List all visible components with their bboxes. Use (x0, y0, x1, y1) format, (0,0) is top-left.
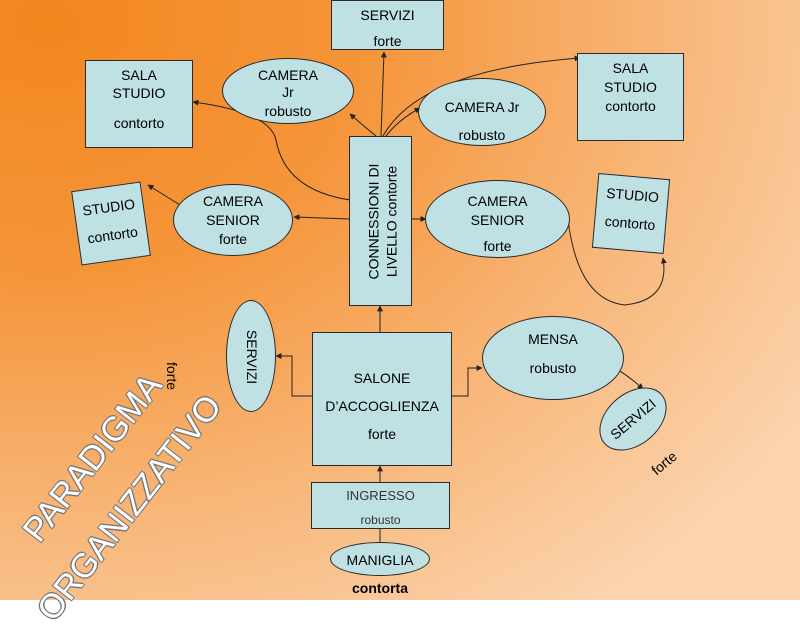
arrow-salone-servizi-left (275, 353, 312, 397)
node-quality: robusto (360, 513, 401, 527)
node-name: INGRESSO (346, 488, 415, 503)
node-studio-right: STUDIO contorto (591, 173, 671, 254)
node-quality: contorto (605, 98, 656, 114)
node-maniglia: MANIGLIA (330, 542, 430, 576)
node-name: STUDIO (81, 195, 136, 219)
node-mensa: MENSA robusto (482, 316, 624, 400)
node-name: CAMERA Jr (444, 99, 520, 115)
arrow-camera-senior-studio-right (567, 219, 667, 306)
node-servizi-top: SERVIZI forte (331, 0, 444, 50)
node-camera-senior-right: CAMERA SENIOR forte (425, 180, 570, 258)
node-quality: forte (483, 238, 512, 254)
node-quality: forte (373, 33, 402, 49)
servizi-left-quality: forte (164, 362, 180, 391)
arrow-salone-mensa (452, 365, 483, 397)
maniglia-quality: contorta (352, 580, 408, 596)
node-studio-left: STUDIO contorto (71, 181, 151, 266)
node-line1: CONNESSIONI DI (365, 163, 381, 280)
node-line2: LIVELLO contorte (383, 165, 399, 278)
node-line2: STUDIO (604, 79, 657, 95)
node-quality: contorto (604, 212, 657, 234)
node-line1: SALA (121, 67, 157, 83)
node-line2: D’ACCOGLIENZA (325, 398, 439, 414)
arrow-conn-servizi-top (380, 51, 387, 137)
node-name: SERVIZI (244, 329, 260, 385)
arrow-conn-camera-jr-right (385, 107, 421, 137)
node-name: MANIGLIA (346, 552, 414, 568)
node-line1: CAMERA (467, 193, 528, 209)
node-salone: SALONE D’ACCOGLIENZA forte (312, 332, 452, 466)
node-ingresso: INGRESSO robusto (311, 482, 450, 529)
node-line2: SENIOR (206, 212, 260, 228)
node-connessioni: CONNESSIONI DI LIVELLO contorte (349, 136, 412, 306)
node-quality: contorto (86, 223, 139, 247)
node-line2: Jr (282, 84, 294, 100)
node-quality: contorto (113, 115, 165, 131)
node-line1: CAMERA (203, 193, 263, 209)
node-quality: forte (367, 426, 396, 442)
node-quality: robusto (458, 127, 506, 143)
arrow-camera-senior-studio-left (147, 184, 181, 206)
node-quality: forte (218, 231, 247, 247)
node-quality: robusto (264, 103, 312, 119)
node-servizi-left: SERVIZI (226, 300, 276, 412)
arrow-conn-camera-senior-left (293, 214, 351, 221)
node-name: MENSA (528, 331, 578, 347)
node-line1: CAMERA (258, 67, 318, 83)
node-name: SERVIZI (360, 7, 415, 23)
node-name: STUDIO (605, 184, 660, 206)
node-line1: SALA (612, 60, 649, 76)
node-camera-jr-right: CAMERA Jr robusto (418, 78, 546, 146)
node-camera-jr-left: CAMERA Jr robusto (222, 58, 354, 124)
arrow-conn-camera-jr-left (349, 113, 377, 137)
node-line2: SENIOR (470, 212, 525, 228)
node-camera-senior-left: CAMERA SENIOR forte (173, 184, 293, 256)
node-sala-studio-left: SALA STUDIO contorto (85, 60, 193, 148)
node-line1: SALONE (353, 370, 411, 386)
node-sala-studio-right: SALA STUDIO contorto (577, 53, 684, 141)
node-quality: robusto (529, 360, 577, 376)
node-line2: STUDIO (112, 85, 166, 101)
